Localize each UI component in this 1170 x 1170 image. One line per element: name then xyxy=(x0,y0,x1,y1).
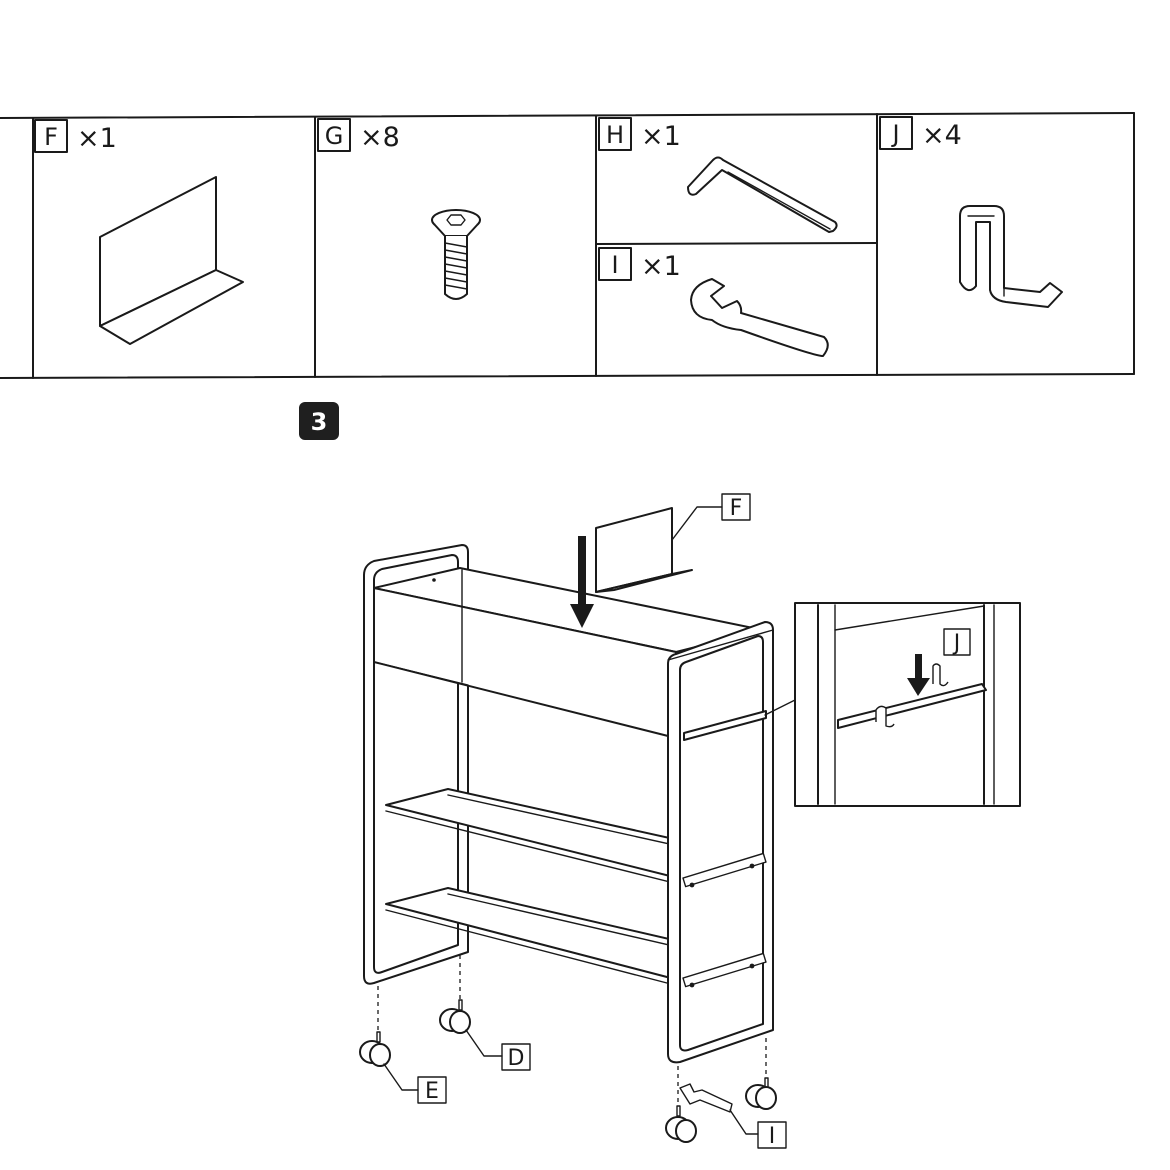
callout-label-f: F xyxy=(730,496,743,521)
caster-wheel-back-right xyxy=(745,1077,777,1110)
caster-wheel-front-right xyxy=(665,1105,697,1143)
part-letter: H xyxy=(606,121,624,149)
callout-label-i: I xyxy=(769,1124,776,1149)
caster-wheel-e xyxy=(359,1031,391,1067)
part-cell-f: F ×1 xyxy=(34,119,244,345)
spanner-icon xyxy=(690,278,829,357)
callout-d: D xyxy=(465,1029,531,1071)
part-quantity: ×8 xyxy=(360,122,400,153)
callout-box-d xyxy=(501,1043,531,1071)
callout-label-e: E xyxy=(425,1079,439,1104)
spanner-icon xyxy=(679,1083,733,1113)
callout-label-j: J xyxy=(952,631,961,656)
caster-attachments xyxy=(359,955,777,1143)
step-number: 3 xyxy=(311,408,328,436)
part-letter: I xyxy=(611,251,618,279)
part-label-box xyxy=(598,247,632,281)
part-label-box xyxy=(317,118,351,152)
caster-wheel-d xyxy=(439,999,471,1034)
parts-table xyxy=(0,112,1135,379)
screw-icon xyxy=(431,209,481,300)
part-quantity: ×4 xyxy=(922,120,962,151)
part-label-box xyxy=(598,117,632,151)
part-quantity: ×1 xyxy=(641,121,681,152)
insert-direction-arrow xyxy=(570,536,594,628)
divider-plate-insert: F xyxy=(595,493,751,593)
callout-box-f xyxy=(721,493,751,521)
part-letter: J xyxy=(890,120,899,148)
part-cell-h: H ×1 xyxy=(598,117,838,233)
part-cell-i: I ×1 xyxy=(598,247,829,357)
part-cell-j: J ×4 xyxy=(879,116,1063,308)
part-letter: F xyxy=(44,123,58,151)
callout-box-e xyxy=(417,1076,447,1104)
callout-e: E xyxy=(383,1063,447,1104)
divider-plate-icon xyxy=(99,176,244,345)
part-label-box xyxy=(879,116,913,150)
part-cell-g: G ×8 xyxy=(317,118,481,300)
callout-i: I xyxy=(729,1109,787,1149)
callout-box-i xyxy=(757,1121,787,1149)
part-quantity: ×1 xyxy=(77,123,117,154)
part-quantity: ×1 xyxy=(641,251,681,282)
step-badge: 3 xyxy=(299,402,339,440)
cart-assembly-drawing xyxy=(363,544,774,1064)
hook-detail-inset: J xyxy=(764,602,1021,807)
callout-box-j xyxy=(943,628,971,656)
callout-label-d: D xyxy=(508,1046,525,1071)
hex-key-icon xyxy=(687,156,838,233)
part-letter: G xyxy=(325,122,344,150)
part-label-box xyxy=(34,119,68,153)
hook-icon xyxy=(959,205,1063,308)
